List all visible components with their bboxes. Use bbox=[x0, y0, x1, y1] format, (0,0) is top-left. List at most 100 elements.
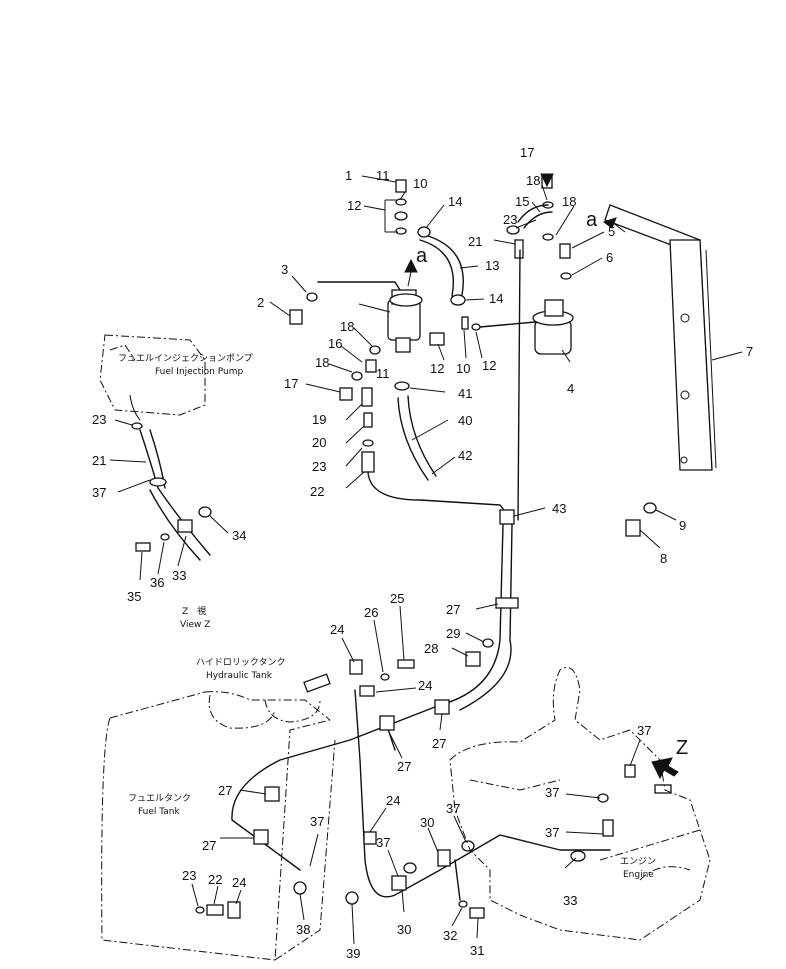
callout: 31 bbox=[470, 943, 484, 958]
view-z-en-label: View Z bbox=[180, 620, 210, 630]
callout: 24 bbox=[418, 678, 432, 693]
view-z-arrow bbox=[651, 757, 679, 780]
view-z-letter: Z bbox=[676, 737, 688, 759]
callout: 21 bbox=[92, 453, 106, 468]
callout: 38 bbox=[296, 922, 310, 937]
callout: 22 bbox=[310, 484, 324, 499]
arrow-a-left bbox=[404, 258, 418, 287]
callout: 32 bbox=[443, 928, 457, 943]
callout: 30 bbox=[397, 922, 411, 937]
callout: 21 bbox=[468, 234, 482, 249]
callout: 37 bbox=[310, 814, 324, 829]
callout: 23 bbox=[182, 868, 196, 883]
callout: 10 bbox=[413, 176, 427, 191]
callout: 33 bbox=[172, 568, 186, 583]
fuel-injection-pump bbox=[99, 334, 206, 416]
small-parts bbox=[131, 175, 672, 919]
callout: 17 bbox=[284, 376, 298, 391]
callout: 12 bbox=[347, 198, 361, 213]
callout: 14 bbox=[489, 291, 503, 306]
callout: 26 bbox=[364, 605, 378, 620]
callout: 7 bbox=[746, 344, 753, 359]
callout: 41 bbox=[458, 386, 472, 401]
callout: 23 bbox=[92, 412, 106, 427]
callout: 37 bbox=[637, 723, 651, 738]
callout: 8 bbox=[660, 551, 667, 566]
callout: 24 bbox=[232, 875, 246, 890]
fuel-injection-pump-jp-label: フュエルインジェクションポンプ bbox=[118, 353, 253, 364]
callout: 20 bbox=[312, 435, 326, 450]
callout: 11 bbox=[376, 168, 390, 183]
engine-en-label: Engine bbox=[623, 870, 654, 880]
callout: 24 bbox=[330, 622, 344, 637]
callout: 27 bbox=[446, 602, 460, 617]
callout: 18 bbox=[562, 194, 576, 209]
callout: 4 bbox=[567, 381, 574, 396]
fuel-filter-4 bbox=[479, 299, 574, 355]
callout: 10 bbox=[456, 361, 470, 376]
callout: 37 bbox=[92, 485, 106, 500]
callout: 39 bbox=[346, 946, 360, 961]
fuel-tank-en-label: Fuel Tank bbox=[138, 807, 181, 817]
callout: 13 bbox=[485, 258, 499, 273]
callout: 37 bbox=[376, 835, 390, 850]
callout: 12 bbox=[430, 361, 444, 376]
reference-letter-a-left: a bbox=[416, 245, 428, 267]
mounting-bracket bbox=[604, 204, 717, 471]
callout: 18 bbox=[340, 319, 354, 334]
callout: 25 bbox=[390, 591, 404, 606]
callout: 14 bbox=[448, 194, 462, 209]
callout: 36 bbox=[150, 575, 164, 590]
callout: 42 bbox=[458, 448, 472, 463]
callout: 6 bbox=[606, 250, 613, 265]
callout: 15 bbox=[515, 194, 529, 209]
callout: 1 bbox=[345, 168, 352, 183]
callout: 9 bbox=[679, 518, 686, 533]
callout: 18 bbox=[315, 355, 329, 370]
callout: 17 bbox=[520, 145, 534, 160]
callout: 3 bbox=[281, 262, 288, 277]
hydraulic-tank-jp-label: ハイドロリックタンク bbox=[196, 657, 285, 668]
callout: 16 bbox=[328, 336, 342, 351]
callout: 30 bbox=[420, 815, 434, 830]
leader-lines bbox=[109, 175, 743, 945]
callout: 22 bbox=[208, 872, 222, 887]
callout: 12 bbox=[482, 358, 496, 373]
fuel-tank bbox=[101, 673, 336, 961]
callout: 5 bbox=[608, 224, 615, 239]
callout: 40 bbox=[458, 413, 472, 428]
callout: 19 bbox=[312, 412, 326, 427]
callout: 35 bbox=[127, 589, 141, 604]
callout: 27 bbox=[397, 759, 411, 774]
callout: 37 bbox=[446, 801, 460, 816]
callout: 24 bbox=[386, 793, 400, 808]
reference-letter-a-right: a bbox=[586, 209, 598, 231]
callout: 37 bbox=[545, 785, 559, 800]
callout: 37 bbox=[545, 825, 559, 840]
callout: 33 bbox=[563, 893, 577, 908]
callout: 23 bbox=[312, 459, 326, 474]
fuel-lines bbox=[129, 249, 611, 901]
callout-numbers: 1 2 3 4 5 6 7 8 9 10 10 11 11 12 12 12 1… bbox=[92, 145, 753, 961]
callout: 27 bbox=[202, 838, 216, 853]
view-z-jp-label: Z 視 bbox=[182, 605, 206, 617]
engine bbox=[449, 667, 711, 941]
fuel-filter-1 bbox=[387, 289, 423, 353]
callout: 23 bbox=[503, 212, 517, 227]
hydraulic-tank-en-label: Hydraulic Tank bbox=[206, 671, 273, 681]
callout: 27 bbox=[432, 736, 446, 751]
fuel-tank-jp-label: フュエルタンク bbox=[128, 793, 191, 804]
callout: 11 bbox=[376, 366, 390, 381]
callout: 18 bbox=[526, 173, 540, 188]
arrow-17-top bbox=[540, 173, 554, 188]
callout: 34 bbox=[232, 528, 246, 543]
upper-hoses bbox=[317, 199, 553, 481]
callout: 27 bbox=[218, 783, 232, 798]
callout: 43 bbox=[552, 501, 566, 516]
callout: 2 bbox=[257, 295, 264, 310]
arrow-a-right bbox=[602, 217, 626, 233]
callout: 28 bbox=[424, 641, 438, 656]
clamps bbox=[149, 477, 586, 891]
